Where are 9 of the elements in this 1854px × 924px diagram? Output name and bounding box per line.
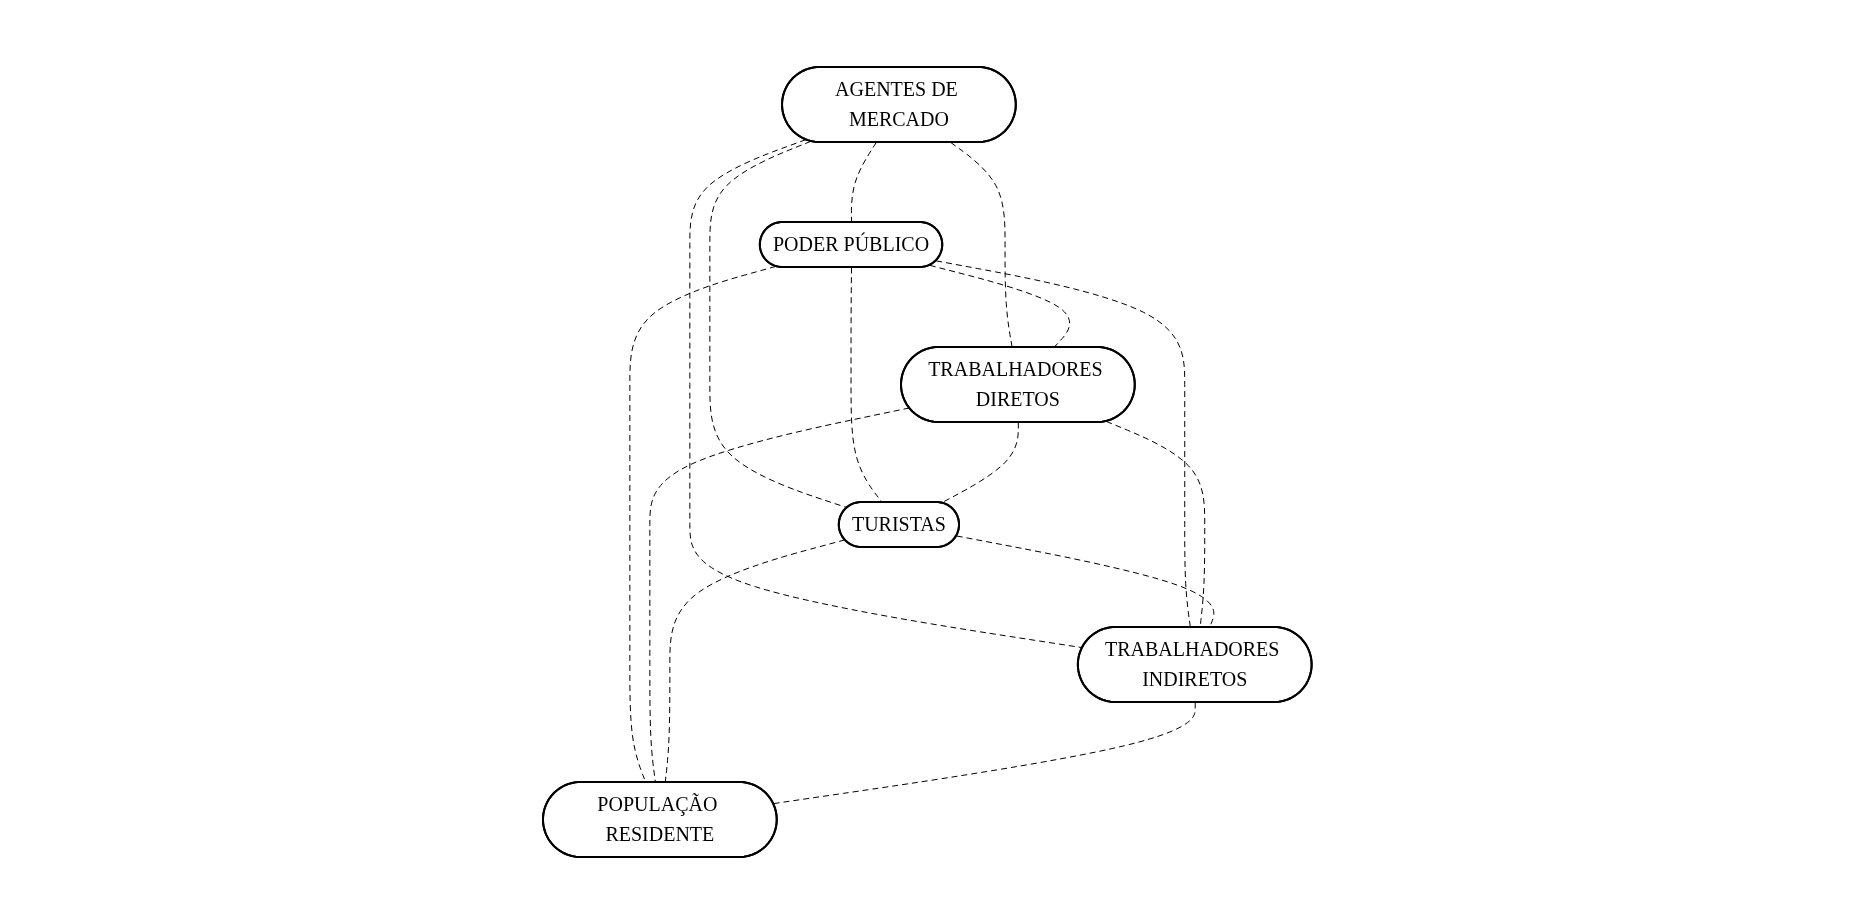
connector [709, 140, 848, 509]
connector [689, 139, 1083, 649]
connector [935, 260, 1191, 628]
connector [850, 142, 877, 223]
connector [649, 407, 910, 783]
connector [950, 142, 1013, 348]
connector [929, 264, 1070, 348]
connector [772, 702, 1196, 805]
connector [664, 539, 846, 783]
